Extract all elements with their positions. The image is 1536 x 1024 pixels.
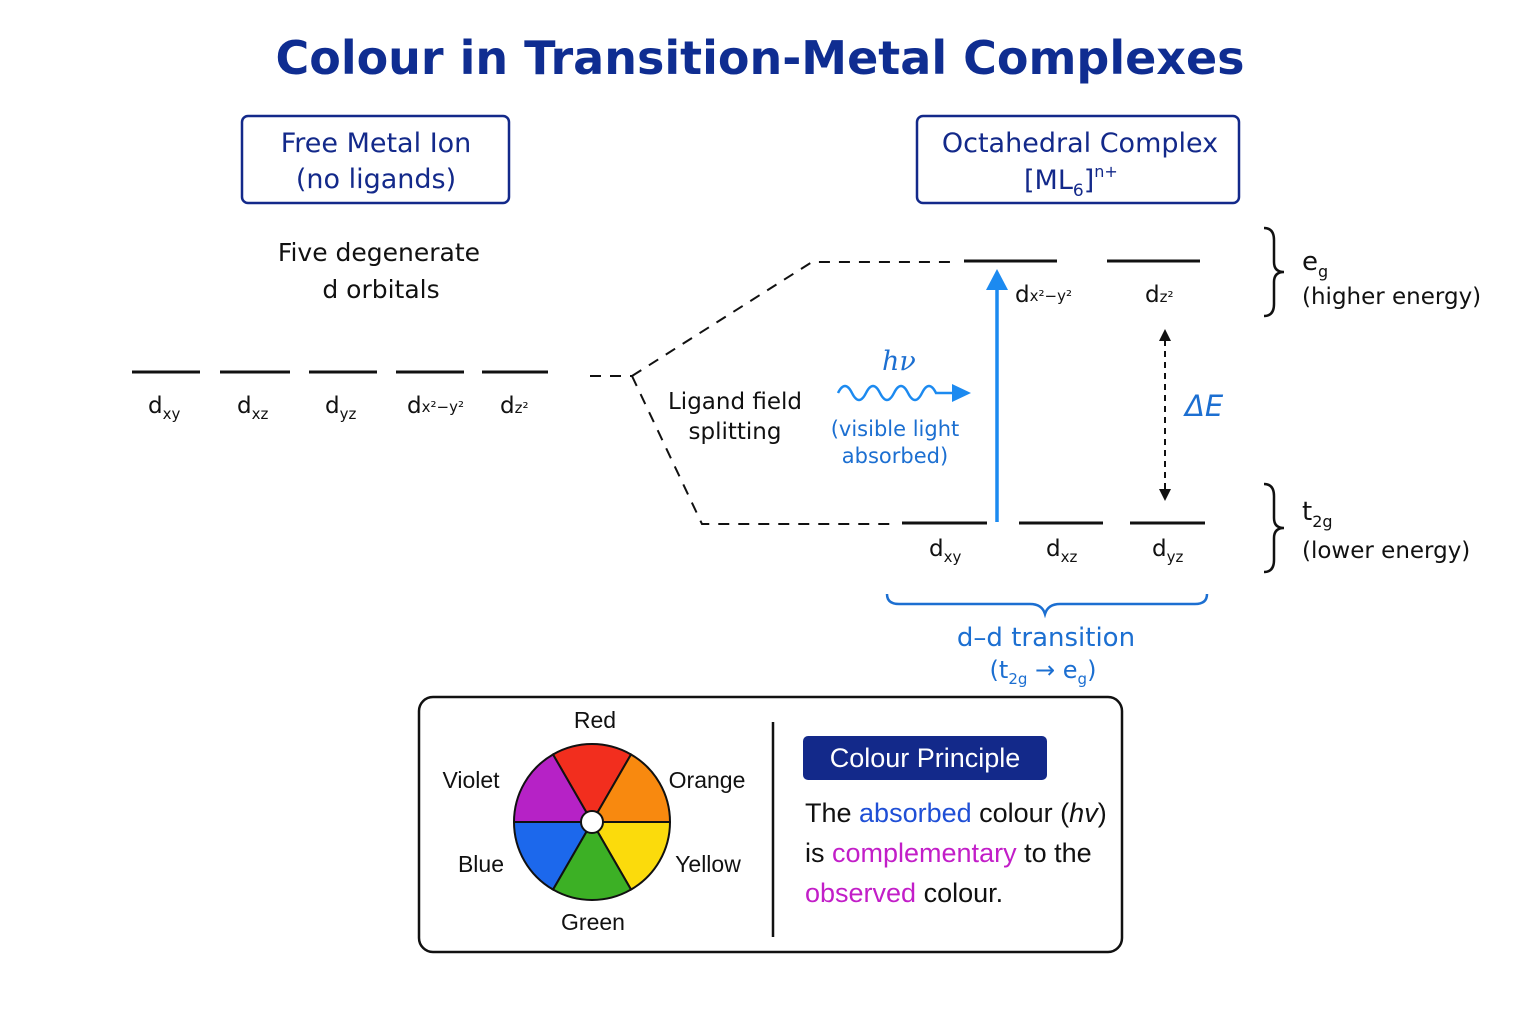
eg-description: (higher energy): [1302, 284, 1481, 310]
eg-brace: [1263, 226, 1285, 318]
wheel-segment-red: [551, 743, 633, 825]
wheel-label-red: Red: [574, 707, 616, 733]
principle-line1: The absorbed colour (hv): [805, 798, 1107, 828]
eg-symbol: eg: [1302, 247, 1328, 281]
orbital-label: dx²−y²: [407, 393, 464, 419]
wheel-center: [580, 810, 604, 834]
dash-to-t2g: [631, 375, 895, 525]
orbital-label: dz²: [500, 393, 529, 419]
wheel-segment-blue: [512, 821, 594, 891]
transition-formula: (t2g → eg): [990, 656, 1097, 688]
free-ion-box: [240, 114, 511, 205]
free-ion-orbital-labels: dxy dxz dyz dx²−y² dz²: [148, 393, 529, 423]
t2g-description: (lower energy): [1302, 538, 1470, 564]
colour-wheel: [512, 743, 672, 901]
correlation-lines: [590, 261, 952, 525]
transition-label: d–d transition: [957, 623, 1135, 653]
complex-box: [915, 114, 1241, 205]
wheel-segment-violet: [512, 753, 594, 823]
wheel-label-violet: Violet: [442, 767, 500, 793]
photon-wave: [836, 384, 952, 402]
wheel-label-green: Green: [561, 909, 625, 935]
delta-e-arrowhead-up: [1159, 329, 1171, 341]
light-note-line1: (visible light: [831, 417, 960, 441]
wheel-segment-green: [551, 819, 633, 901]
orbital-label: dxy: [148, 393, 180, 423]
t2g-brace: [1263, 482, 1285, 574]
orbital-label: dyz: [325, 393, 356, 423]
orbital-label: dx²−y²: [1015, 282, 1072, 308]
free-ion-subtitle: (no ligands): [296, 164, 456, 195]
formula-close: ]: [1084, 165, 1095, 196]
orbital-label: dxy: [929, 536, 961, 566]
principle-line2: is complementary to the: [805, 838, 1092, 868]
photon-symbol: hν: [882, 346, 916, 377]
photon-arrowhead: [952, 384, 971, 402]
principle-badge: [803, 736, 1047, 780]
formula-charge: n+: [1094, 162, 1118, 181]
degenerate-label-line1: Five degenerate: [278, 238, 480, 267]
wheel-segment-yellow: [590, 821, 672, 891]
wheel-label-orange: Orange: [669, 767, 746, 793]
delta-e-label: ΔE: [1183, 389, 1224, 423]
orbital-label: dyz: [1152, 536, 1183, 566]
light-note-line2: absorbed): [842, 444, 948, 468]
complex-formula: [ML6]n+: [1024, 162, 1118, 201]
transition-brace: [885, 593, 1209, 619]
orbital-label: dxz: [237, 393, 268, 423]
formula-subscript: 6: [1073, 181, 1084, 201]
dash-to-eg: [631, 261, 952, 377]
complex-title: Octahedral Complex: [942, 128, 1218, 159]
principle-badge-label: Colour Principle: [830, 743, 1021, 773]
degenerate-label-line2: d orbitals: [322, 275, 439, 304]
splitting-label-line2: splitting: [689, 419, 782, 445]
excitation-arrowhead: [986, 269, 1008, 290]
formula-base: [ML: [1024, 165, 1073, 196]
delta-e-arrowhead-down: [1159, 489, 1171, 501]
t2g-symbol: t2g: [1302, 497, 1333, 531]
splitting-label-line1: Ligand field: [668, 389, 802, 415]
wheel-label-yellow: Yellow: [675, 851, 741, 877]
wheel-segment-orange: [590, 753, 672, 823]
free-ion-title: Free Metal Ion: [281, 128, 472, 159]
orbital-label: dxz: [1046, 536, 1077, 566]
wheel-label-blue: Blue: [458, 851, 504, 877]
page-title: Colour in Transition-Metal Complexes: [275, 31, 1244, 85]
principle-line3: observed colour.: [805, 878, 1003, 908]
orbital-label: dz²: [1145, 282, 1174, 308]
